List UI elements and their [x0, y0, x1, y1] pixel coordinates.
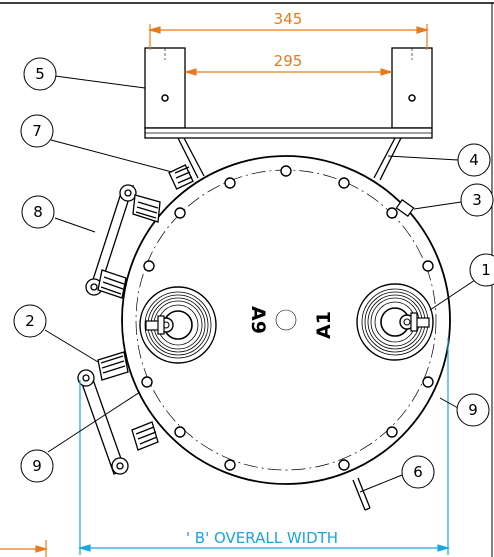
dimension-fragment-bottom-left	[0, 540, 49, 557]
bolt	[338, 177, 350, 189]
dimension-overall-width	[77, 338, 451, 555]
bracket-legs	[177, 137, 402, 181]
bolt	[386, 426, 398, 438]
svg-text:5: 5	[35, 65, 45, 83]
bolt	[143, 260, 155, 272]
leader-lines	[44, 75, 476, 493]
bracket-left-hole	[161, 94, 169, 102]
terminal-marking-a1: A1	[313, 311, 335, 339]
svg-text:7: 7	[32, 122, 42, 140]
svg-text:6: 6	[413, 463, 423, 481]
dimension-295-text: 295	[274, 52, 303, 70]
balloon-9-right: 9	[456, 393, 490, 427]
bolt	[280, 165, 292, 177]
tank-center-boss	[275, 309, 297, 331]
svg-text:9: 9	[32, 457, 42, 475]
tank-outer-circle	[121, 155, 451, 485]
dimension-295	[183, 68, 394, 76]
drain-pipe	[352, 477, 371, 511]
bolt	[174, 426, 186, 438]
bolt	[224, 177, 236, 189]
balloon-8: 8	[21, 195, 55, 229]
balloon-4: 4	[457, 143, 491, 177]
svg-text:2: 2	[25, 312, 35, 330]
bracket-right-hole	[408, 94, 416, 102]
bolt	[386, 207, 398, 219]
bolt	[422, 376, 434, 388]
dimension-overall-width-text: ' B' OVERALL WIDTH	[186, 529, 338, 547]
bolt	[141, 376, 153, 388]
bolt	[174, 207, 186, 219]
svg-text:3: 3	[472, 191, 482, 209]
svg-text:9: 9	[468, 401, 478, 419]
arrester-assembly-upper	[85, 184, 161, 299]
drain-plug	[395, 199, 415, 217]
svg-text:1: 1	[481, 261, 491, 279]
svg-text:4: 4	[469, 151, 479, 169]
bolt	[224, 459, 236, 471]
bushing-right	[356, 283, 434, 361]
balloon-9-left: 9	[20, 449, 54, 483]
bolt	[422, 260, 434, 272]
arrester-assembly-lower	[77, 351, 159, 475]
balloon-6: 6	[401, 455, 435, 489]
balloon-7: 7	[20, 114, 54, 148]
balloon-2: 2	[13, 304, 47, 338]
terminal-marking-a9: A9	[247, 306, 269, 334]
balloon-5: 5	[23, 57, 57, 91]
dimension-345-text: 345	[274, 10, 303, 28]
svg-text:8: 8	[33, 203, 43, 221]
bolt	[338, 459, 350, 471]
balloon-1: 1	[469, 253, 494, 287]
bushing-left	[139, 286, 217, 364]
flange-bolts	[141, 165, 434, 471]
breather-fitting	[168, 164, 194, 190]
dimension-345	[147, 24, 430, 50]
balloon-3: 3	[460, 183, 494, 217]
